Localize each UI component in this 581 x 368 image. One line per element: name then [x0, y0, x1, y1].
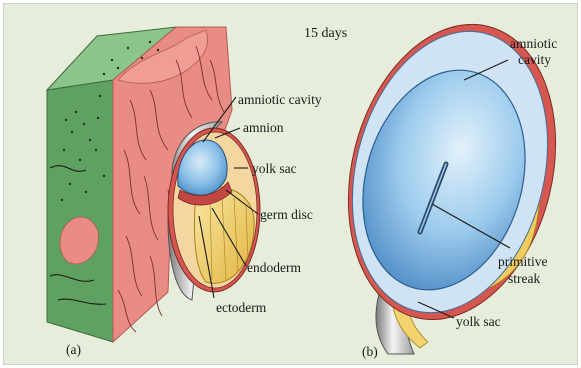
- figure-title: 15 days: [304, 26, 347, 41]
- panel-a-tag: (a): [66, 342, 81, 357]
- label-endoderm: endoderm: [247, 260, 301, 275]
- label-amniotic-cavity: amniotic cavity: [238, 92, 322, 107]
- label-amniotic-b-line1: amniotic: [510, 36, 557, 51]
- label-yolk-sac-b: yolk sac: [456, 314, 501, 329]
- block-green-face: [47, 80, 113, 342]
- label-yolk-sac-a: yolk sac: [252, 161, 297, 176]
- label-amnion: amnion: [243, 120, 284, 135]
- panel-b-tag: (b): [362, 344, 378, 359]
- label-primitive-line1: primitive: [498, 254, 548, 269]
- label-ectoderm: ectoderm: [216, 300, 267, 315]
- label-amniotic-b-line2: cavity: [518, 52, 551, 67]
- label-germ-disc: germ disc: [260, 207, 313, 222]
- label-primitive-line2: streak: [508, 271, 540, 286]
